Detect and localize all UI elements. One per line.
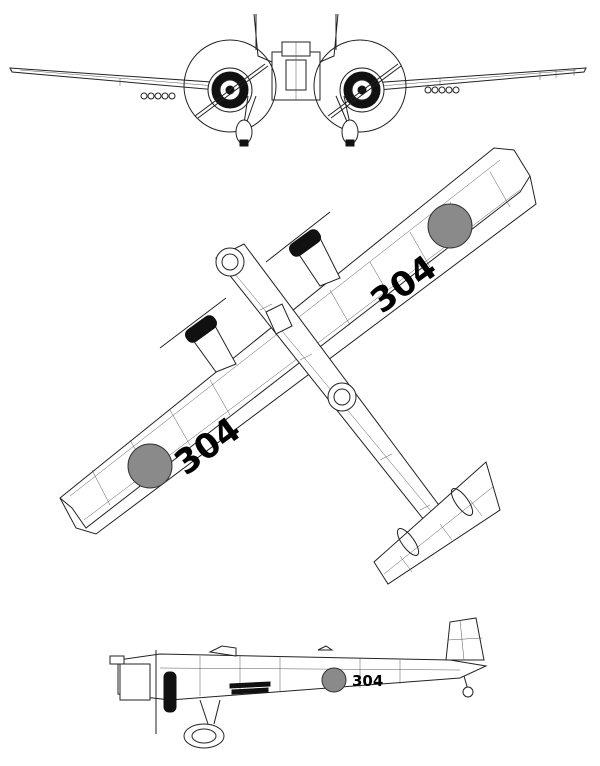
right-wing-roundel <box>427 203 473 249</box>
left-nacelle-top <box>159 297 237 373</box>
right-engine <box>313 39 407 133</box>
left-bomb-rack <box>140 92 176 100</box>
right-nacelle-top <box>265 211 341 287</box>
left-wing-roundel <box>127 443 173 489</box>
tail-wheel <box>462 686 474 698</box>
front-view <box>9 13 587 147</box>
left-engine <box>183 39 277 133</box>
fuselage-roundel <box>321 667 347 693</box>
side-view: 304 <box>109 617 488 749</box>
side-engine-cowl <box>163 671 177 713</box>
dorsal-turret <box>327 382 357 412</box>
top-view: 304 304 <box>59 147 537 585</box>
front-landing-gear <box>235 95 359 147</box>
tailplane-top <box>373 461 501 585</box>
side-main-gear <box>183 699 225 749</box>
fuselage-number: 304 <box>352 672 383 690</box>
right-bomb-rack <box>424 86 460 94</box>
nose-turret <box>215 247 245 277</box>
